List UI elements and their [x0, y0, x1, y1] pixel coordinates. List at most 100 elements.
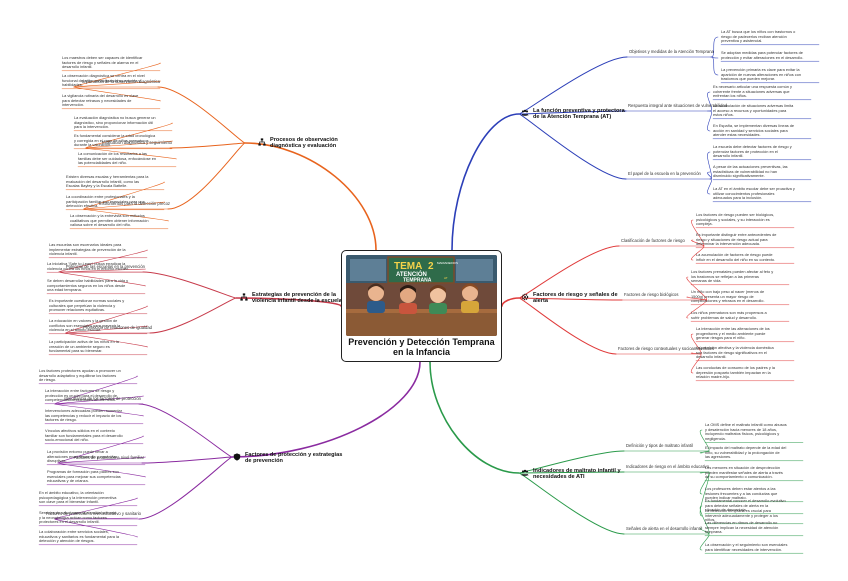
sub-topic-left_mid-0[interactable]: Potencial de las escuelas en la prevenci… — [65, 264, 145, 269]
leaf-note-line: utilizar conocimientos profesionales — [713, 190, 775, 196]
leaf-note-right_mid-1-1[interactable]: Un niño con bajo peso al nacer (menos de… — [691, 289, 765, 304]
leaf-note-line: enfrentan los niños. — [713, 93, 747, 99]
leaf-note-left_top-0-2[interactable]: La vigilancia rutinaria del desarrollo e… — [62, 93, 138, 108]
leaf-note-left_bottom-1-0[interactable]: Vínculos afectivos sólidos en el context… — [45, 428, 123, 443]
link-left_top-sub-0 — [157, 86, 246, 144]
leaf-note-right_bottom-2-1[interactable]: Las diferencias en ritmos de desarrollo … — [705, 520, 778, 535]
sub-topic-right_top-0[interactable]: Objetivos y medidas de la Atención Tempr… — [629, 49, 714, 54]
link-right_top-leaf-2-0 — [707, 151, 712, 180]
leaf-note-right_mid-2-1[interactable]: La privación afectiva y la violencia dom… — [696, 345, 774, 360]
sub-topic-right_bottom-1[interactable]: Indicadores de riesgo en el ámbito educa… — [626, 464, 710, 469]
sub-topic-right_bottom-0[interactable]: Definición y tipos de maltrato infantil — [626, 443, 694, 448]
leaf-note-left_bottom-2-1[interactable]: Servicios de salud como la atención prim… — [39, 510, 116, 525]
sub-topic-left_top-2[interactable]: Instrumentos para la detección precoz — [99, 201, 170, 206]
leaf-note-left_top-2-1[interactable]: La coordinación entre profesionales y la… — [66, 194, 145, 209]
leaf-note-right_mid-2-0[interactable]: La interacción entre las alteraciones de… — [696, 326, 770, 341]
leaf-note-line: niños. — [705, 517, 716, 523]
central-topic-node[interactable]: TEMA 2 MARIADEDIOS ATENCIÓN TEMPRANA AT — [341, 250, 502, 362]
sub-topic-right_mid-1[interactable]: Factores de riesgo biológicos — [624, 292, 679, 297]
leaf-note-left_mid-1-2[interactable]: La participación activa de los niños en … — [49, 339, 119, 354]
sub-topic-right_mid-0[interactable]: Clasificación de factores de riesgo — [621, 238, 685, 243]
trunk-right_mid — [501, 297, 520, 307]
leaf-note-left_bottom-0-2[interactable]: Intervenciones adecuadas pueden aumentar… — [45, 408, 122, 423]
leaf-note-right_bottom-1-1[interactable]: Los profesores deben estar atentos a las… — [705, 486, 777, 501]
leaf-note-left_top-2-2[interactable]: La observación y la entrevista son métod… — [70, 213, 149, 228]
link-right_bottom-sub-2 — [518, 472, 625, 535]
leaf-note-left_bottom-2-2[interactable]: La colaboración entre servicios sociales… — [39, 529, 119, 544]
leaf-note-right_bottom-0-0[interactable]: La OMS define el maltrato infantil como … — [705, 422, 787, 441]
leaf-note-line: Es importante distinguir entre anteceden… — [696, 232, 777, 237]
sub-topic-right_top-1[interactable]: Respuesta integral ante situaciones de v… — [628, 103, 728, 108]
leaf-note-left_mid-1-0[interactable]: Es importante cuestionar normas sociales… — [49, 298, 124, 313]
sub-topic-left_top-0[interactable]: Importancia de la observación diagnóstic… — [81, 79, 160, 84]
leaf-note-left_bottom-0-0[interactable]: Los factores protectores ayudan a promov… — [39, 368, 121, 383]
leaf-note-left_mid-0-1[interactable]: La iniciativa 'Safe to Learn' busca erra… — [47, 261, 129, 271]
leaf-note-right_mid-1-0[interactable]: Los factores prenatales pueden afectar a… — [691, 269, 773, 284]
leaf-note-left_mid-0-0[interactable]: Las escuelas son escenarios ideales para… — [49, 242, 126, 257]
leaf-note-right_mid-0-0[interactable]: Los factores de riesgo pueden ser biológ… — [696, 212, 774, 227]
leaf-note-left_mid-0-2[interactable]: Se deben desarrollar habilidades para la… — [47, 278, 128, 293]
banner-mini: AT — [444, 276, 448, 280]
leaf-note-left_top-1-1[interactable]: Es fundamental considerar la edad cronol… — [74, 133, 155, 148]
leaf-note-line: La observación y el seguimiento son esen… — [705, 542, 788, 547]
sub-topic-left_bottom-2[interactable]: Factores de protección a nivel educativo… — [45, 511, 141, 516]
leaf-note-right_bottom-0-1[interactable]: El impacto del maltrato depende de la ed… — [705, 445, 786, 460]
leaf-note-right_bottom-2-2[interactable]: La observación y el seguimiento son esen… — [705, 542, 788, 552]
sub-topic-right_bottom-2[interactable]: Señales de alerta en el desarrollo infan… — [626, 526, 702, 531]
leaf-note-left_top-1-0[interactable]: La evaluación diagnóstica no busca gener… — [74, 115, 156, 130]
leaf-note-line: para detectar señales de alerta en la — [705, 502, 769, 508]
leaf-note-line: La AT busca que los niños con trastornos… — [721, 29, 796, 34]
sub-topic-left_bottom-1[interactable]: Factores de protección a nivel familiar — [73, 455, 144, 460]
sub-topic-left_top-1[interactable]: Evaluación diagnóstica y seguimiento — [102, 140, 172, 145]
leaf-note-line: protección es crucial para el desarrollo… — [45, 392, 118, 398]
leaf-note-line: relación madre-hijo. — [696, 374, 731, 380]
leaf-note-right_top-0-0[interactable]: La AT busca que los niños con trastornos… — [721, 29, 796, 44]
leaf-note-left_top-2-0[interactable]: Existen diversas escalas y herramientas … — [66, 174, 148, 189]
sub-topic-left_mid-1[interactable]: Promoción de relaciones de igualdad — [83, 325, 152, 330]
leaf-note-right_top-1-1[interactable]: La acumulación de situaciones adversas l… — [713, 103, 793, 118]
leaf-note-right_mid-2-2[interactable]: Las conductas de consumo de los padres y… — [696, 365, 775, 380]
leaf-note-line: Se adoptan medidas para potenciar factor… — [721, 50, 803, 55]
leaf-note-right_top-2-0[interactable]: La escuela debe detectar factores de rie… — [713, 144, 792, 159]
leaf-note-right_mid-0-2[interactable]: La acumulación de factores de riesgo pue… — [696, 252, 775, 262]
leaf-note-line: desarrollo adaptativo y equilibrar los f… — [39, 372, 117, 378]
leaf-note-right_top-0-1[interactable]: Se adoptan medidas para potenciar factor… — [721, 50, 803, 60]
leaf-note-line: competencias conductuales en los niños. — [45, 397, 116, 403]
child-figure-3 — [429, 285, 447, 314]
leaf-note-left_top-0-1[interactable]: La observación diagnóstica se centra en … — [62, 73, 145, 88]
leaf-note-right_top-2-1[interactable]: A pesar de las actuaciones preventivas, … — [713, 164, 788, 179]
sub-topic-right_mid-2[interactable]: Factores de riesgo contextuales y socioa… — [618, 346, 715, 351]
leaf-note-right_mid-1-2[interactable]: Los niños prematuros son más propensos a… — [691, 310, 767, 320]
link-left_mid-leaf-1-2 — [65, 332, 148, 348]
leaf-note-right_top-2-2[interactable]: La AT en el ámbito escolar debe ser proa… — [713, 186, 795, 201]
leaf-note-left_top-0-0[interactable]: Los maestros deben ser capaces de identi… — [62, 55, 142, 70]
leaf-note-right_mid-0-1[interactable]: Es importante distinguir entre anteceden… — [696, 232, 777, 247]
leaf-note-line: La acumulación de factores de riesgo pue… — [696, 252, 773, 257]
leaf-note-line: y la neonatología actúan como factores — [39, 514, 107, 520]
link-right_bottom-leaf-0-0 — [699, 429, 710, 452]
leaf-note-right_top-1-0[interactable]: Es necesario articular una respuesta com… — [713, 84, 792, 99]
sub-topic-left_bottom-0[interactable]: Importancia de los factores de protecció… — [64, 396, 141, 401]
leaf-note-right_top-1-2[interactable]: En España, se implementan diversas línea… — [713, 123, 794, 138]
leaf-note-right_bottom-2-0[interactable]: Es fundamental conocer el desarrollo evo… — [705, 498, 786, 513]
leaf-note-line: La privación afectiva y la violencia dom… — [696, 345, 774, 350]
leaf-note-right_bottom-1-0[interactable]: Los menores en situación de desprotecció… — [705, 465, 783, 480]
leaf-note-right_top-0-2[interactable]: La prevención primaria es clave para evi… — [721, 67, 801, 82]
sub-topic-right_top-2[interactable]: El papel de la escuela en la prevención — [628, 171, 701, 176]
leaf-note-left_bottom-0-1[interactable]: La interacción entre factores de riesgo … — [45, 388, 118, 403]
link-right_mid-sub-2 — [518, 297, 617, 355]
leaf-note-line: desarrollo infantil. — [696, 354, 727, 360]
